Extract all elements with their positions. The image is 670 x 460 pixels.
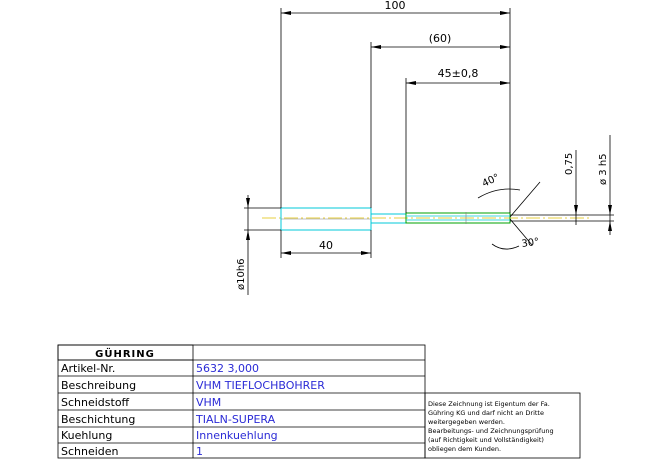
row-label-cooling: Kuehlung — [61, 429, 112, 442]
dimensions — [244, 8, 614, 295]
row-value-material: VHM — [196, 396, 221, 409]
row-value-description: VHM TIEFLOCHBOHRER — [196, 379, 325, 392]
note-line-3: weitergegeben werden. — [428, 418, 505, 426]
dim-shank-length: 40 — [319, 239, 333, 252]
row-value-article: 5632 3,000 — [196, 362, 259, 375]
row-label-article: Artikel-Nr. — [61, 362, 115, 375]
dim-overall-length: 100 — [385, 0, 406, 12]
note-line-5: (auf Richtigkeit und Vollständigkeit) — [428, 436, 544, 444]
row-label-material: Schneidstoff — [61, 396, 130, 409]
note-line-4: Bearbeitungs- und Zeichnungsprüfung — [428, 427, 554, 435]
dim-angle-top: 40° — [481, 172, 502, 189]
dim-small: 0,75 — [564, 153, 575, 175]
row-value-coating: TIALN-SUPERA — [195, 413, 276, 426]
dim-flute-length: 45±0,8 — [438, 67, 479, 80]
dim-shank-diameter: ø10h6 — [236, 258, 247, 290]
drill-part — [262, 207, 590, 231]
company-logo: GÜHRING — [95, 346, 155, 360]
row-label-coating: Beschichtung — [61, 413, 135, 426]
dimension-labels: 100 (60) 45±0,8 40 40° 30° 0,75 ø 3 h5 ø… — [236, 0, 609, 290]
note-line-1: Diese Zeichnung ist Eigentum der Fa. — [428, 400, 550, 408]
flute-body — [405, 212, 511, 224]
dim-tip-diameter: ø 3 h5 — [598, 153, 609, 185]
title-block: GÜHRING Artikel-Nr. 5632 3,000 Beschreib… — [57, 344, 581, 459]
dim-angle-bottom: 30° — [521, 237, 540, 250]
note-line-6: obliegen dem Kunden. — [428, 445, 501, 453]
note-line-2: Gühring KG und darf nicht an Dritte — [428, 409, 544, 417]
row-value-edges: 1 — [196, 445, 203, 458]
row-label-edges: Schneiden — [61, 445, 119, 458]
row-value-cooling: Innenkuehlung — [196, 429, 278, 442]
ownership-note-box — [424, 392, 581, 459]
row-label-description: Beschreibung — [61, 379, 136, 392]
dim-reference-length: (60) — [429, 32, 452, 45]
